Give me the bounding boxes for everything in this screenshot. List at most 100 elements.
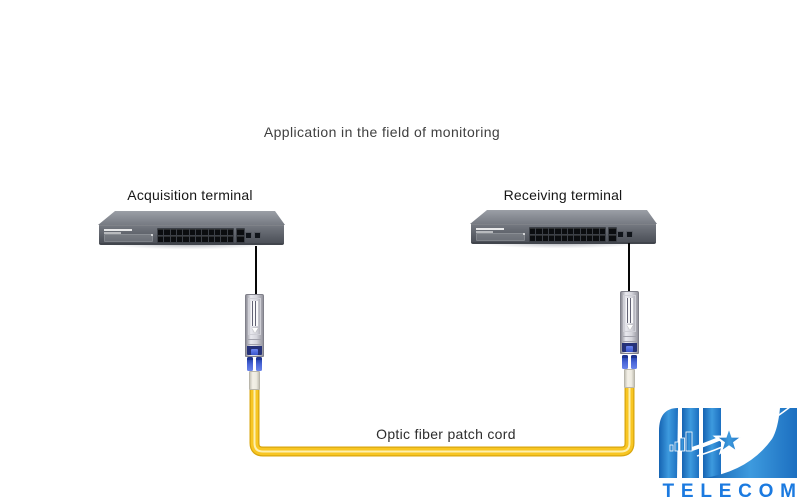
port [549,235,555,241]
port [196,229,202,235]
acquisition-switch-icon [89,211,288,250]
port [561,235,567,241]
port [170,229,176,235]
switch-model-text [476,228,504,233]
logo-mark: TELECOM [659,399,797,500]
switch-front-face [99,225,284,245]
port [536,228,542,234]
port [542,228,548,234]
sfp-slot-block [245,232,261,239]
port [221,236,227,242]
port [208,229,214,235]
port [542,235,548,241]
switch-model-text [104,229,132,234]
port [549,228,555,234]
sfp-label [248,298,261,335]
port [170,236,176,242]
port [164,236,170,242]
logo-bar [682,408,699,478]
port [561,228,567,234]
logo-wordmark: TELECOM [663,481,797,500]
port [183,229,189,235]
port [202,236,208,242]
uplink-port-block [236,228,245,243]
switch-to-sfp-line [255,246,257,294]
port [215,236,221,242]
switch-shadow [461,242,660,249]
port [202,229,208,235]
receiving-switch-icon [461,210,660,249]
rj45-port-block [157,228,234,243]
switch-led [523,233,525,235]
port [587,228,593,234]
port [574,235,580,241]
port [164,229,170,235]
switch-inset-panel [104,234,153,242]
lc-tips [247,357,262,371]
diagram-title: Application in the field of monitoring [263,124,501,140]
port [158,236,164,242]
lc-connector-icon [622,355,637,388]
lc-tip [631,355,637,369]
port [609,235,616,241]
logo-swoosh-line-thin [696,406,791,457]
lc-body [624,369,635,388]
logo-bar [703,408,721,478]
lc-tip [256,357,262,371]
switch-shadow [89,243,288,250]
port [237,229,244,235]
switch-top-face [98,211,285,225]
lc-tips [622,355,637,369]
port [227,236,233,242]
lc-connector-icon [247,357,262,390]
sfp-arrow-icon [251,328,258,333]
sfp-slot [254,232,261,239]
port [568,228,574,234]
port [189,229,195,235]
port [593,235,599,241]
switch-to-sfp-line [628,243,630,291]
port [609,228,616,234]
logo-swoosh-line [691,399,788,451]
port [580,235,586,241]
lc-tip [622,355,628,369]
rj45-port-block [529,227,606,242]
receiving-terminal-label: Receiving terminal [503,187,623,203]
port [183,236,189,242]
port [196,236,202,242]
uplink-port-block [608,227,617,242]
port [530,228,536,234]
port [227,229,233,235]
port [555,228,561,234]
switch-top-face [470,210,657,224]
port [555,235,561,241]
sfp-arrow-icon [626,325,633,330]
switch-inset-panel [476,233,525,241]
port [237,236,244,242]
port [158,229,164,235]
sfp-slot [626,231,633,238]
logo-n-swoosh [704,408,797,478]
port [189,236,195,242]
sfp-groove [623,336,636,342]
switch-front-face [471,224,656,244]
port [574,228,580,234]
port [599,228,605,234]
lc-body [249,371,260,390]
sfp-transceiver-icon [245,294,264,357]
logo-star-icon [712,423,746,456]
sfp-slot-block [617,231,633,238]
port [593,228,599,234]
sfp-slot [245,232,252,239]
sfp-label [623,295,636,332]
port [568,235,574,241]
lc-tip [247,357,253,371]
port [215,229,221,235]
port [208,236,214,242]
sfp-slot [617,231,624,238]
port [536,235,542,241]
port [587,235,593,241]
port [221,229,227,235]
